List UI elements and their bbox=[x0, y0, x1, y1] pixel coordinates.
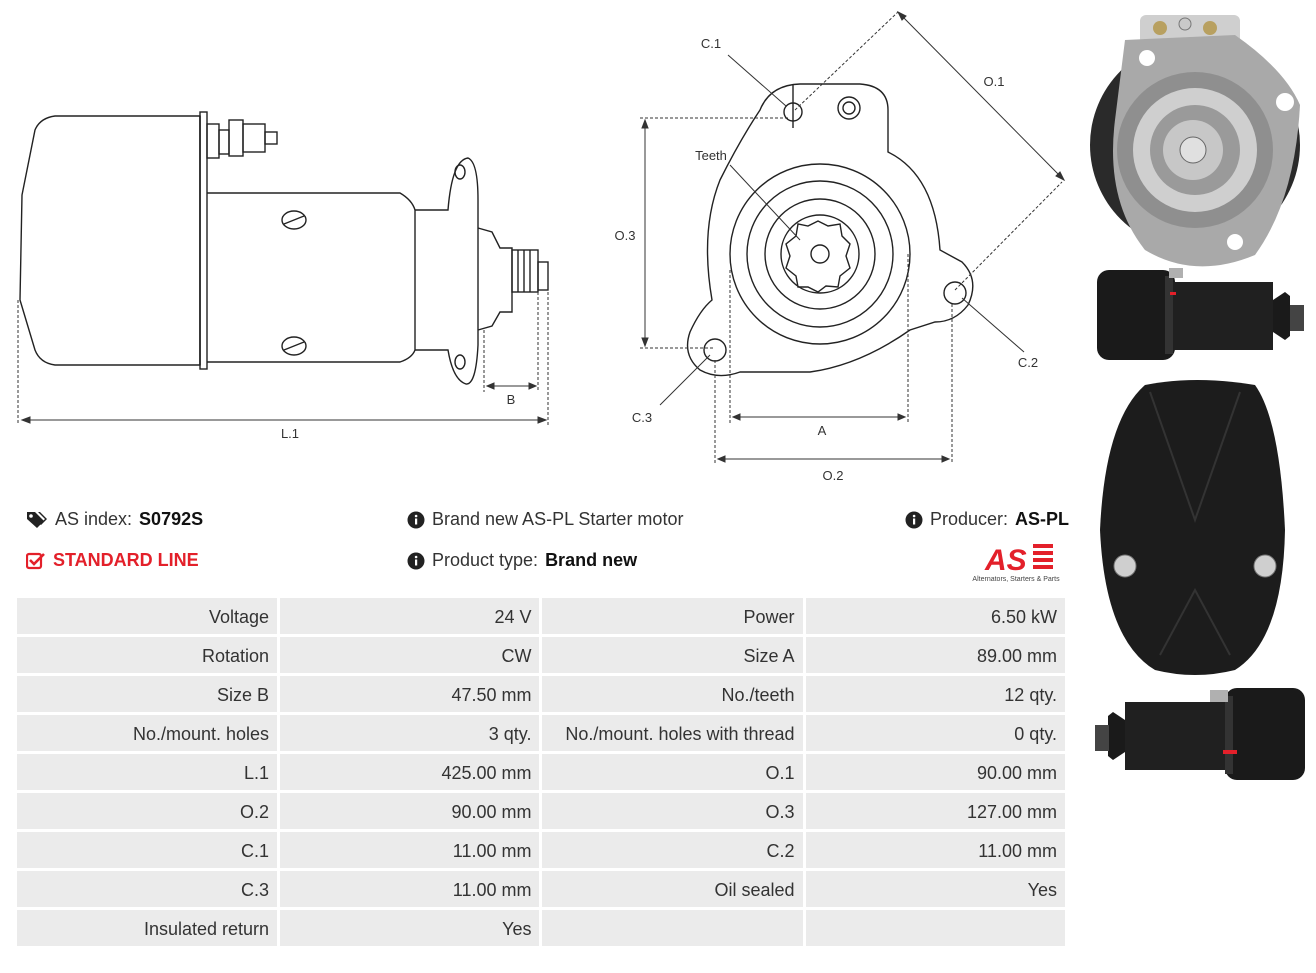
product-type: Product type: Brand new bbox=[407, 550, 637, 571]
logo-mark: AS bbox=[984, 544, 1027, 577]
spec-label bbox=[542, 910, 803, 946]
spec-label: Insulated return bbox=[17, 910, 278, 946]
spec-value: Yes bbox=[805, 871, 1065, 907]
photo-rear-cover[interactable] bbox=[1100, 380, 1285, 675]
as-index-label: AS index: bbox=[55, 509, 133, 529]
description: Brand new AS-PL Starter motor bbox=[407, 509, 683, 530]
technical-drawing: L.1 B bbox=[17, 10, 1066, 483]
info-icon bbox=[407, 511, 425, 529]
spec-label: No./teeth bbox=[542, 676, 803, 712]
label-c2: C.2 bbox=[1018, 355, 1038, 370]
producer-label: Producer: bbox=[930, 509, 1009, 529]
side-view-dimensions bbox=[17, 292, 549, 425]
checkbox-icon bbox=[26, 552, 46, 570]
standard-line-label: STANDARD LINE bbox=[53, 550, 199, 570]
producer: Producer: AS-PL bbox=[905, 509, 1069, 530]
spec-value: 11.00 mm bbox=[280, 832, 540, 868]
spec-label: No./mount. holes with thread bbox=[542, 715, 803, 751]
spec-value: 127.00 mm bbox=[805, 793, 1065, 829]
spec-value: 89.00 mm bbox=[805, 637, 1065, 673]
spec-label: No./mount. holes bbox=[17, 715, 278, 751]
front-view-dimensions bbox=[640, 10, 1066, 464]
spec-value: 6.50 kW bbox=[805, 598, 1065, 634]
photo-front-flange[interactable] bbox=[1090, 15, 1300, 267]
spec-label: Oil sealed bbox=[542, 871, 803, 907]
spec-label: O.1 bbox=[542, 754, 803, 790]
info-icon bbox=[407, 552, 425, 570]
spec-label: Rotation bbox=[17, 637, 278, 673]
as-index-value: S0792S bbox=[139, 509, 204, 529]
spec-value: 12 qty. bbox=[805, 676, 1065, 712]
label-o3: O.3 bbox=[615, 228, 636, 243]
side-view bbox=[19, 111, 549, 385]
label-teeth: Teeth bbox=[695, 148, 727, 163]
label-b: B bbox=[507, 392, 516, 407]
product-type-label: Product type: bbox=[432, 550, 539, 570]
spec-value: 90.00 mm bbox=[280, 793, 540, 829]
spec-value: Yes bbox=[280, 910, 540, 946]
spec-label: Size A bbox=[542, 637, 803, 673]
spec-value: 90.00 mm bbox=[805, 754, 1065, 790]
as-logo: AS Alternators, Starters & Parts bbox=[972, 544, 1060, 583]
label-o2: O.2 bbox=[823, 468, 844, 483]
product-photos bbox=[1090, 15, 1305, 780]
label-l1: L.1 bbox=[281, 426, 299, 441]
spec-value: 0 qty. bbox=[805, 715, 1065, 751]
label-c3: C.3 bbox=[632, 410, 652, 425]
photo-side-view-2[interactable] bbox=[1095, 688, 1305, 780]
front-view bbox=[686, 83, 974, 377]
spec-value: 24 V bbox=[280, 598, 540, 634]
label-o1: O.1 bbox=[984, 74, 1005, 89]
spec-label: O.3 bbox=[542, 793, 803, 829]
spec-value: CW bbox=[280, 637, 540, 673]
description-text: Brand new AS-PL Starter motor bbox=[432, 509, 684, 529]
info-icon bbox=[905, 511, 923, 529]
tags-icon bbox=[26, 511, 48, 529]
spec-label: C.3 bbox=[17, 871, 278, 907]
spec-label: Size B bbox=[17, 676, 278, 712]
spec-label: Voltage bbox=[17, 598, 278, 634]
logo-tagline: Alternators, Starters & Parts bbox=[972, 576, 1060, 583]
spec-value: 47.50 mm bbox=[280, 676, 540, 712]
label-c1: C.1 bbox=[701, 36, 721, 51]
spec-value: 11.00 mm bbox=[280, 871, 540, 907]
product-type-value: Brand new bbox=[545, 550, 638, 570]
spec-value: 425.00 mm bbox=[280, 754, 540, 790]
standard-line-badge: STANDARD LINE bbox=[26, 550, 199, 571]
spec-value: 11.00 mm bbox=[805, 832, 1065, 868]
as-index: AS index: S0792S bbox=[26, 509, 203, 530]
producer-value: AS-PL bbox=[1015, 509, 1070, 529]
spec-value: 3 qty. bbox=[280, 715, 540, 751]
photo-side-view[interactable] bbox=[1097, 268, 1304, 360]
spec-label: C.1 bbox=[17, 832, 278, 868]
spec-label: Power bbox=[542, 598, 803, 634]
label-a: A bbox=[818, 423, 827, 438]
spec-label: C.2 bbox=[542, 832, 803, 868]
spec-label: L.1 bbox=[17, 754, 278, 790]
spec-value bbox=[805, 910, 1065, 946]
spec-label: O.2 bbox=[17, 793, 278, 829]
